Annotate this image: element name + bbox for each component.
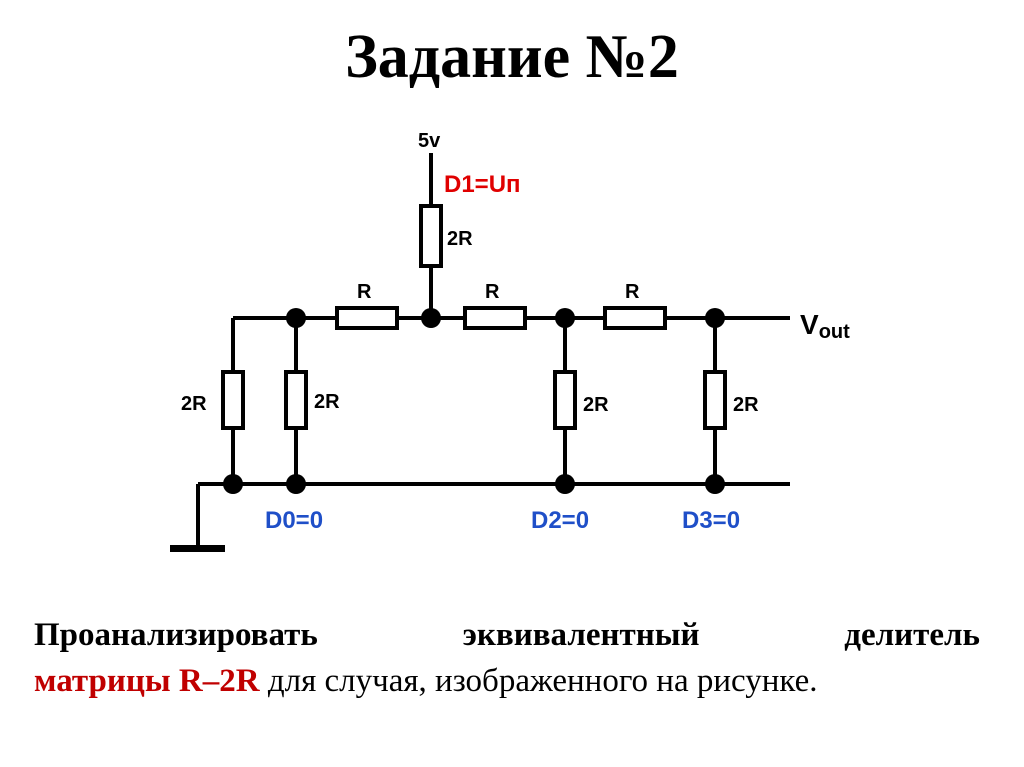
resistor-label-2r: 2R: [733, 394, 759, 416]
resistor-label-r: R: [485, 281, 500, 303]
resistor-r-2: [463, 306, 527, 330]
supply-label: 5v: [418, 130, 441, 152]
slide-title: Задание №2: [345, 23, 679, 91]
wires: [196, 153, 790, 548]
resistor-label-2r: 2R: [314, 391, 340, 413]
task-description: Проанализировать эквивалентный делитель …: [34, 612, 980, 704]
resistor-2r-d0: [284, 370, 308, 430]
resistor-label-r: R: [625, 281, 640, 303]
resistor-r-1: [335, 306, 399, 330]
resistor-r-3: [603, 306, 667, 330]
junction-dot: [555, 474, 575, 494]
resistor-2r-d3: [703, 370, 727, 430]
junction-dot: [286, 308, 306, 328]
junction-dot: [421, 308, 441, 328]
vout-subscript: out: [819, 321, 850, 343]
description-word: эквивалентный: [462, 617, 700, 653]
resistor-label-2r: 2R: [583, 394, 609, 416]
description-line-1: Проанализировать эквивалентный делитель: [34, 612, 980, 658]
junction-dot: [223, 474, 243, 494]
description-word: делитель: [844, 617, 980, 653]
d0-label: D0=0: [265, 507, 323, 534]
junction-dot: [705, 308, 725, 328]
resistor-label-r: R: [357, 281, 372, 303]
resistor-2r-top: [419, 204, 443, 268]
resistor-label-2r: 2R: [181, 393, 207, 415]
junction-dot: [286, 474, 306, 494]
description-word: Проанализировать: [34, 617, 318, 653]
resistor-2r-left: [221, 370, 245, 430]
ground-symbol: [170, 545, 225, 552]
resistor-label-2r: 2R: [447, 228, 473, 250]
d3-label: D3=0: [682, 507, 740, 534]
d1-label: D1=Uп: [444, 171, 521, 198]
junction-dot: [555, 308, 575, 328]
d2-label: D2=0: [531, 507, 589, 534]
description-rest: для случая, изображенного на рисунке.: [259, 663, 818, 699]
resistor-2r-d2: [553, 370, 577, 430]
vout-main: V: [800, 309, 819, 340]
vout-label: Vout: [800, 309, 850, 343]
description-line-2: матрицы R–2R для случая, изображенного н…: [34, 658, 980, 704]
description-accent: матрицы R–2R: [34, 663, 260, 699]
junction-dot: [705, 474, 725, 494]
